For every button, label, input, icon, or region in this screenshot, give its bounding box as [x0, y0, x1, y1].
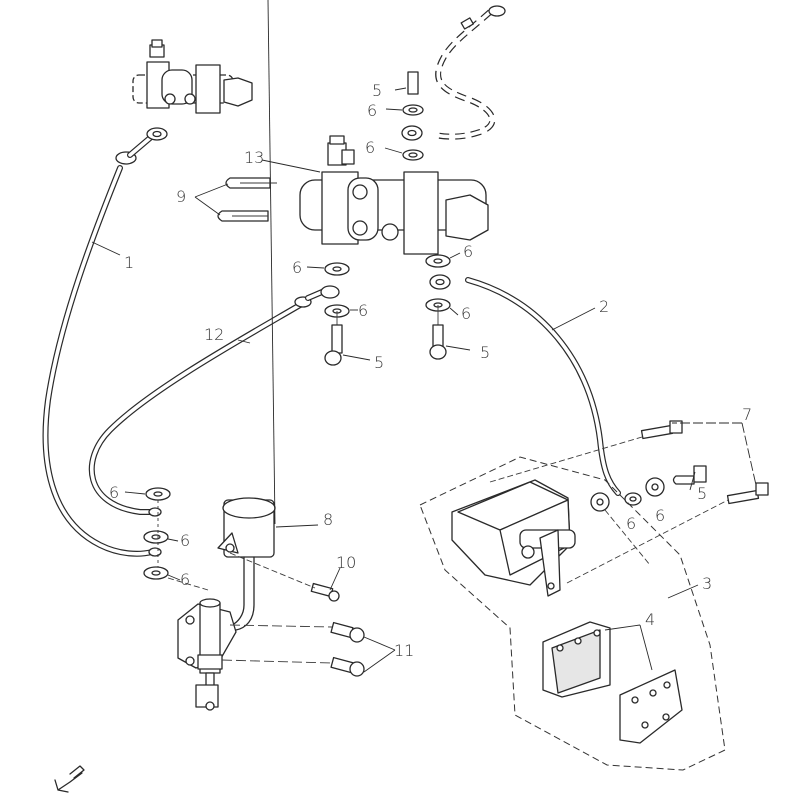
callout-5-right: 5 — [480, 343, 490, 362]
callout-5-caliper: 5 — [697, 484, 707, 503]
brake-fluid-reservoir-8 — [217, 497, 276, 631]
callout-6-top2: 6 — [365, 138, 375, 157]
callout-2: 2 — [599, 297, 609, 316]
callout-6-mid-left2: 6 — [358, 301, 368, 320]
leader-lines — [91, 0, 757, 673]
callout-3: 3 — [702, 574, 712, 593]
callout-12: 12 — [204, 325, 224, 344]
callout-11: 11 — [394, 641, 414, 660]
brake-hose-2 — [429, 274, 642, 506]
caliper-assembly-boundary — [419, 456, 726, 771]
brake-hose-12 — [88, 285, 340, 517]
brake-hose-1 — [42, 127, 168, 557]
callout-6-bl1: 6 — [109, 483, 119, 502]
brake-distributor-13 — [299, 135, 489, 255]
front-direction-arrow — [54, 765, 85, 793]
callout-6-top1: 6 — [367, 101, 377, 120]
callout-7: 7 — [742, 405, 752, 424]
master-cylinder — [177, 598, 237, 711]
alignment-lines — [167, 436, 729, 664]
callout-1: 1 — [124, 253, 134, 272]
callout-8: 8 — [323, 510, 333, 529]
callout-6-bl2: 6 — [180, 531, 190, 550]
callout-6-mid-left: 6 — [292, 258, 302, 277]
brake-pads-4 — [542, 621, 683, 744]
callout-10: 10 — [336, 553, 356, 572]
callout-5-left: 5 — [374, 353, 384, 372]
phantom-hose — [401, 5, 506, 141]
washers-and-banjo-bolts — [143, 71, 707, 580]
master-cylinder-bolts-11 — [330, 621, 365, 677]
callout-6-cal1: 6 — [626, 514, 636, 533]
callout-9: 9 — [176, 187, 186, 206]
reservoir-bolt-10 — [310, 582, 340, 602]
callout-4: 4 — [645, 610, 655, 629]
callout-6-mid-right: 6 — [463, 242, 473, 261]
callout-13: 13 — [244, 148, 264, 167]
callout-5-top: 5 — [372, 81, 382, 100]
phantom-distributor — [132, 39, 253, 114]
callout-6-cal2: 6 — [655, 506, 665, 525]
callout-6-bl3: 6 — [180, 570, 190, 589]
caliper-bolts-7 — [640, 420, 769, 505]
callout-6-mid-right2: 6 — [461, 304, 471, 323]
callouts: 1 2 3 4 5 5 5 5 6 6 6 6 6 6 6 6 6 6 6 7 … — [109, 81, 752, 660]
brake-caliper-3 — [451, 479, 576, 597]
